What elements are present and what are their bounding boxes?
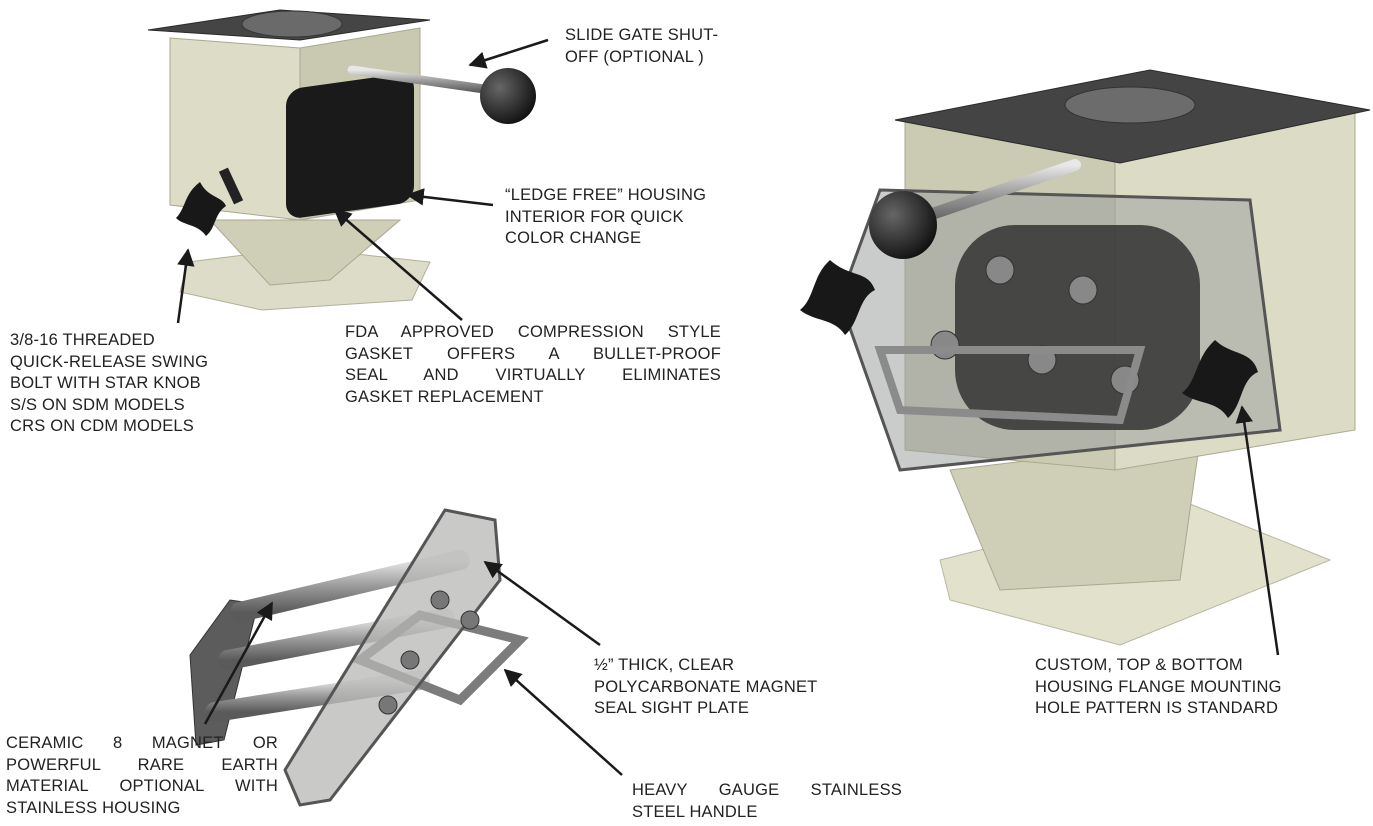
callout-line: INTERIOR FOR QUICK: [505, 207, 684, 226]
callout-line: S/S ON SDM MODELS: [10, 395, 185, 414]
callout-line: OFF (OPTIONAL ): [565, 47, 704, 66]
callout-magnet-material: CERAMIC 8 MAGNET OR POWERFUL RARE EARTH …: [6, 733, 278, 819]
callout-ledge-free: “LEDGE FREE” HOUSING INTERIOR FOR QUICK …: [505, 185, 706, 250]
arrow-magnet-material: [203, 601, 274, 725]
callout-line: HOLE PATTERN IS STANDARD: [1035, 699, 1279, 717]
callout-line: GASKET REPLACEMENT: [345, 387, 544, 406]
callout-line: STEEL HANDLE: [632, 802, 758, 821]
callout-line: POLYCARBONATE MAGNET: [594, 677, 818, 696]
housing-small-illustration: [147, 9, 536, 311]
callout-line: BOLT WITH STAR KNOB: [10, 374, 201, 392]
callout-fda-gasket: FDA APPROVED COMPRESSION STYLE GASKET OF…: [345, 322, 721, 408]
callout-line: CRS ON CDM MODELS: [10, 417, 194, 435]
arrow-sight-plate: [483, 560, 601, 647]
callout-line: QUICK-RELEASE SWING: [10, 352, 209, 371]
callout-line: 3/8-16 THREADED: [10, 331, 155, 349]
housing-large-illustration: [800, 69, 1371, 646]
callout-line: CUSTOM, TOP & BOTTOM: [1035, 656, 1243, 674]
arrow-ledge-free: [406, 188, 494, 207]
callout-line: CERAMIC 8 MAGNET OR: [6, 734, 278, 752]
callout-line: ½” THICK, CLEAR: [594, 656, 735, 674]
callout-line: “LEDGE FREE” HOUSING: [505, 186, 707, 204]
callout-line: GASKET OFFERS A BULLET-PROOF: [345, 344, 721, 363]
callout-line: SEAL AND VIRTUALLY ELIMINATES: [345, 366, 721, 384]
callout-line: COLOR CHANGE: [505, 229, 642, 247]
callout-slide-gate: SLIDE GATE SHUT- OFF (OPTIONAL ): [565, 25, 718, 68]
arrow-fda-gasket: [333, 208, 463, 321]
arrow-slide-gate: [468, 38, 549, 69]
callout-line: SLIDE GATE SHUT-: [565, 26, 719, 44]
callout-arrows: [176, 38, 1280, 776]
arrow-flange: [1235, 405, 1280, 656]
callout-sight-plate: ½” THICK, CLEAR POLYCARBONATE MAGNET SEA…: [594, 655, 817, 720]
callout-swing-bolt: 3/8-16 THREADED QUICK-RELEASE SWING BOLT…: [10, 330, 208, 438]
magnet-grate-illustration: [189, 508, 529, 807]
callout-line: POWERFUL RARE EARTH: [6, 755, 278, 774]
callout-line: STAINLESS HOUSING: [6, 798, 181, 817]
callout-handle: HEAVY GAUGE STAINLESS STEEL HANDLE: [632, 780, 902, 823]
callout-line: HEAVY GAUGE STAINLESS: [632, 781, 902, 799]
arrow-swing-bolt: [176, 248, 195, 324]
callout-line: SEAL SIGHT PLATE: [594, 699, 750, 717]
callout-line: FDA APPROVED COMPRESSION STYLE: [345, 323, 721, 341]
arrow-handle: [503, 668, 623, 776]
callout-flange: CUSTOM, TOP & BOTTOM HOUSING FLANGE MOUN…: [1035, 655, 1282, 720]
callout-line: MATERIAL OPTIONAL WITH: [6, 777, 278, 795]
callout-line: HOUSING FLANGE MOUNTING: [1035, 677, 1282, 696]
